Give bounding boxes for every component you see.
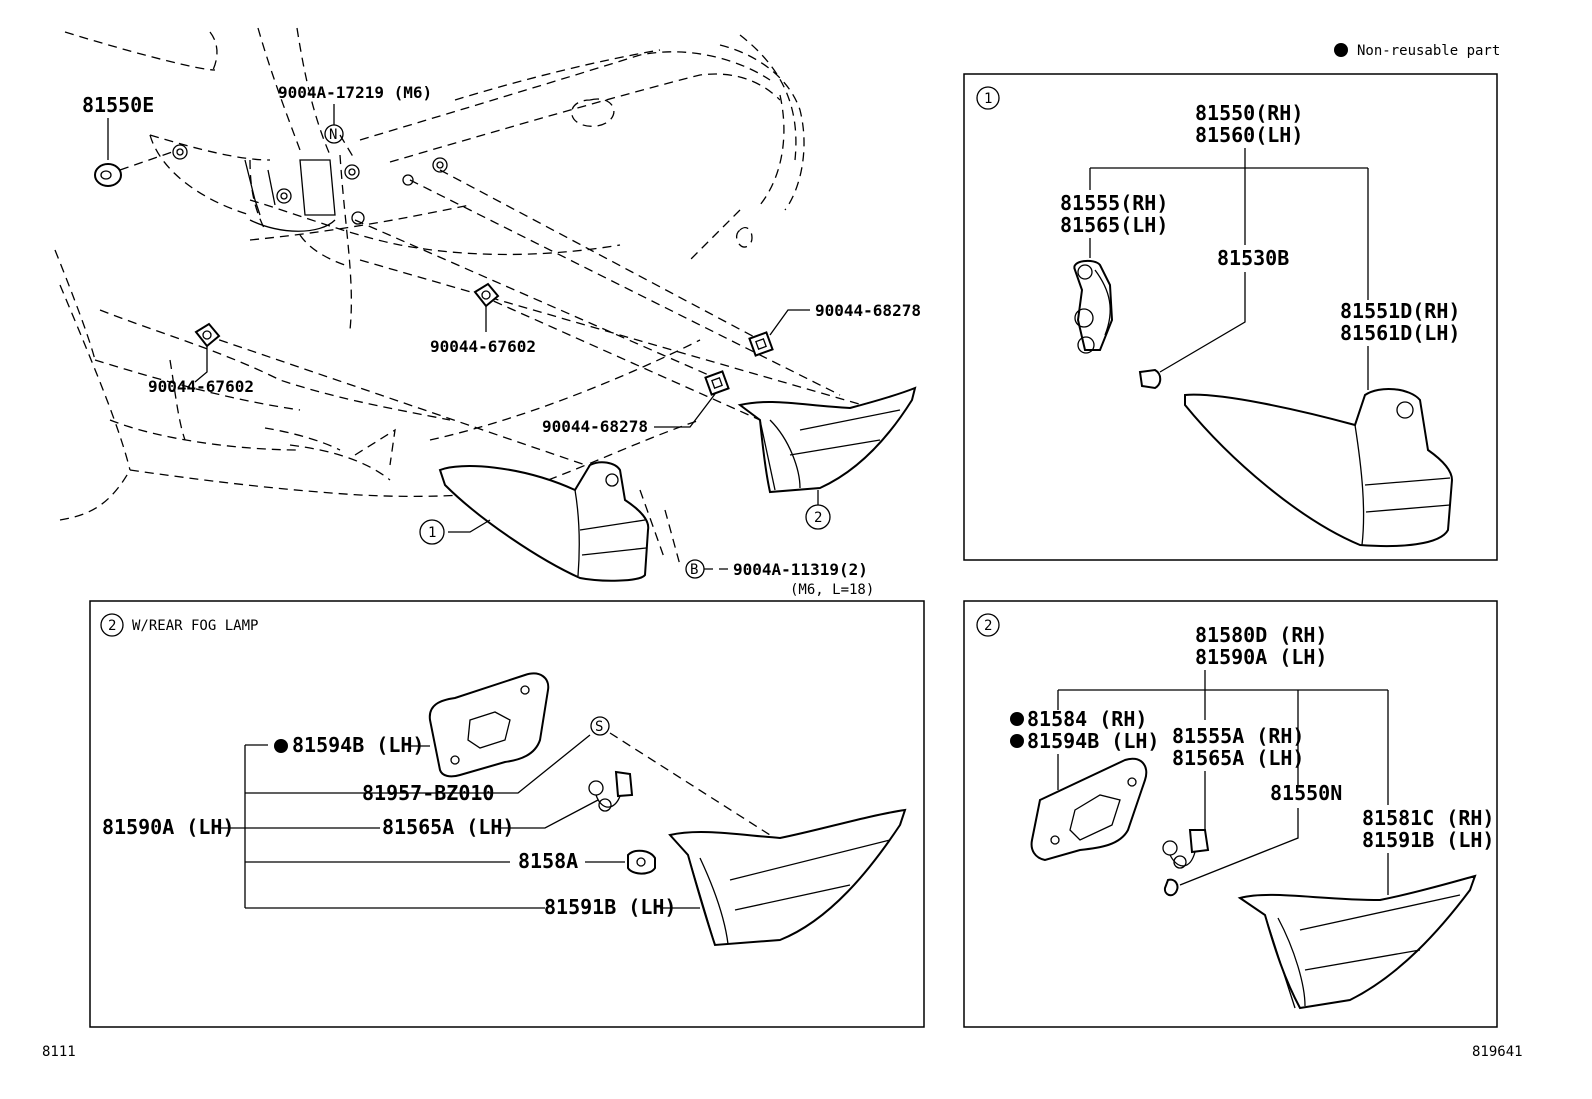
panel-1-lens-lh: 81561D(LH): [1340, 321, 1460, 345]
panel-1-socket-rh: 81555(RH): [1060, 191, 1168, 215]
label-bolt-bottom: 9004A-11319(2): [733, 560, 868, 579]
wedge-bulb-icon: [1138, 368, 1162, 390]
panel-1-lens-rh: 81551D(RH): [1340, 299, 1460, 323]
projection-lines: [119, 134, 881, 566]
panel-1-badge-icon: [976, 86, 1000, 110]
panel-1-bulb-label: 81530B: [1217, 246, 1289, 270]
panel-1-assy-rh: 81550(RH): [1195, 101, 1303, 125]
panel-1-socket-lh: 81565(LH): [1060, 213, 1168, 237]
gasket-rh-non-reusable-icon: [1010, 712, 1024, 726]
marker-s-icon: [590, 716, 610, 736]
panel-2-badge-icon: [976, 613, 1000, 637]
label-clip-c: 90044-68278: [815, 301, 921, 320]
non-reusable-bullet-icon: [1334, 43, 1348, 57]
marker-n-icon: [324, 124, 344, 144]
panel-2-gasket-lh: 81594B (LH): [1027, 729, 1159, 753]
fog-socket-icon: [1162, 829, 1210, 869]
tail-lamp-outer-overview: [438, 461, 650, 582]
label-clip-a: 90044-67602: [430, 337, 536, 356]
label-bolt-top: 9004A-17219 (M6): [278, 83, 432, 102]
panel-2-lens-rh: 81581C (RH): [1362, 806, 1494, 830]
panel-2-bulb-label: 81550N: [1270, 781, 1342, 805]
label-81550e: 81550E: [82, 93, 154, 117]
body-fasteners: [172, 144, 448, 232]
marker-b-label: B: [690, 562, 698, 578]
panel-2-badge: 2: [984, 618, 992, 634]
panel-2-bulb-icon: [1163, 878, 1179, 897]
fog-panel-badge-icon: [100, 613, 124, 637]
marker-s-label: S: [595, 719, 603, 735]
panel-2-frame: [963, 600, 1498, 1028]
lamp-lens-outer-icon: [1184, 388, 1454, 548]
fog-panel-title: W/REAR FOG LAMP: [132, 618, 258, 634]
fog-gasket-non-reusable-icon: [274, 739, 288, 753]
label-bolt-bottom-spec: (M6, L=18): [790, 582, 874, 598]
panel-1-badge: 1: [984, 91, 992, 107]
panel-2-socket-lh: 81565A (LH): [1172, 746, 1304, 770]
callout-2-label: 2: [814, 510, 822, 526]
fog-gasket-icon: [428, 672, 550, 778]
tail-lamp-inner-overview: [737, 386, 917, 494]
label-clip-b: 90044-67602: [148, 377, 254, 396]
nut-81550e-icon: [94, 163, 122, 187]
callout-1-icon: [419, 519, 445, 545]
panel-1-assy-lh: 81560(LH): [1195, 123, 1303, 147]
fog-panel-badge: 2: [108, 618, 116, 634]
fog-screw-label: 81957-BZ010: [362, 781, 494, 805]
fog-panel-frame: [89, 600, 925, 1028]
panel-2-socket-rh: 81555A (RH): [1172, 724, 1304, 748]
fog-gasket-label: 81594B (LH): [292, 733, 424, 757]
legend-text: Non-reusable part: [1357, 43, 1500, 59]
label-clip-d: 90044-68278: [542, 417, 648, 436]
clip-67602-lower-icon: [194, 322, 221, 348]
panel-2-assy-rh: 81580D (RH): [1195, 623, 1327, 647]
gasket-lh-non-reusable-icon: [1010, 734, 1024, 748]
panel-2-lens-lh: 81591B (LH): [1362, 828, 1494, 852]
marker-n-label: N: [329, 127, 337, 143]
callout-1-label: 1: [428, 525, 436, 541]
fog-bulb-label: 8158A: [518, 849, 578, 873]
fog-socket-label: 81565A (LH): [382, 815, 514, 839]
fog-lamp-lens-icon: [668, 808, 907, 947]
callout-2-icon: [805, 504, 831, 530]
page-ref: 8111: [42, 1044, 76, 1060]
socket-wiring-icon: [1073, 259, 1114, 354]
fog-assy-label: 81590A (LH): [102, 815, 234, 839]
lamp-lens-inner-icon: [1237, 874, 1477, 1010]
fog-panel-bulb-icon: [627, 849, 656, 875]
fog-panel-socket-icon: [588, 770, 634, 812]
clip-68278-lower-icon: [704, 370, 730, 396]
panel-2-gasket-rh: 81584 (RH): [1027, 707, 1147, 731]
fog-lens-label: 81591B (LH): [544, 895, 676, 919]
figure-ref: 819641: [1472, 1044, 1523, 1060]
clip-68278-upper-icon: [748, 331, 774, 357]
panel-1-frame: [963, 73, 1498, 561]
clip-67602-upper-icon: [473, 282, 500, 308]
gasket-icon: [1030, 757, 1148, 862]
panel-2-assy-lh: 81590A (LH): [1195, 645, 1327, 669]
